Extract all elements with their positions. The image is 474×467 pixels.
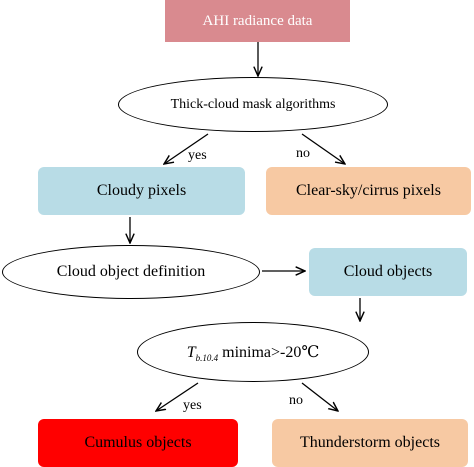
arrow-mask-to-clearsky <box>301 133 345 164</box>
ahi-radiance-node: AHI radiance data <box>165 0 350 42</box>
cloudy-pixels-label: Cloudy pixels <box>96 182 187 199</box>
no-label-1: no <box>296 146 310 161</box>
thick-cloud-mask-label: Thick-cloud mask algorithms <box>170 96 336 112</box>
cloudy-pixels-node: Cloudy pixels <box>38 167 245 215</box>
tb-subscript: b.10.4 <box>195 352 219 363</box>
tb-condition-node: Tb.10.4 minima>-20℃ <box>137 322 369 382</box>
cloud-object-definition-label: Cloud object definition <box>56 263 206 280</box>
ahi-radiance-label: AHI radiance data <box>202 12 313 29</box>
arrow-condition-to-cumulus <box>156 382 199 411</box>
tb-symbol: T <box>186 343 196 361</box>
thunderstorm-objects-node: Thunderstorm objects <box>272 419 468 467</box>
arrow-mask-to-cloudy <box>164 133 209 164</box>
thick-cloud-mask-node: Thick-cloud mask algorithms <box>118 77 388 132</box>
thunderstorm-objects-label: Thunderstorm objects <box>300 434 440 451</box>
cloud-object-definition-node: Cloud object definition <box>2 245 260 299</box>
no-label-2: no <box>289 393 303 408</box>
cumulus-objects-label: Cumulus objects <box>84 434 192 451</box>
cloud-objects-node: Cloud objects <box>309 248 467 296</box>
yes-label-2: yes <box>183 398 202 413</box>
cloud-objects-label: Cloud objects <box>343 263 433 280</box>
yes-label-1: yes <box>188 148 207 163</box>
clear-sky-node: Clear-sky/cirrus pixels <box>266 167 471 215</box>
clear-sky-label: Clear-sky/cirrus pixels <box>296 182 441 199</box>
tb-condition-text: Tb.10.4 minima>-20℃ <box>187 342 320 363</box>
arrow-condition-to-thunderstorm <box>301 382 338 411</box>
cumulus-objects-node: Cumulus objects <box>38 419 238 467</box>
tb-condition-label: minima>-20℃ <box>218 343 320 361</box>
